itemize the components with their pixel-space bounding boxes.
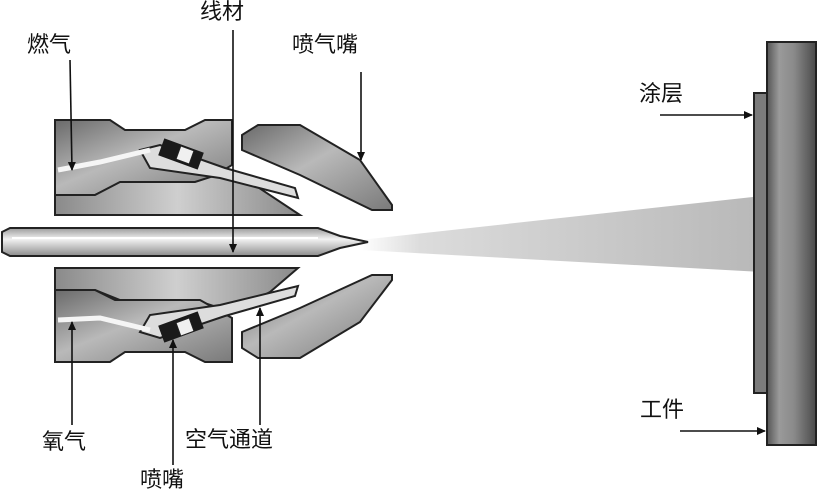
air-cap-label: 喷气嘴 (292, 33, 359, 58)
coating-label: 涂层 (639, 82, 684, 107)
lower-seal-light (175, 317, 195, 337)
upper-seal-light (175, 145, 195, 165)
fuel-gas-label: 燃气 (27, 33, 72, 58)
lower-air-cap (241, 274, 393, 359)
oxygen-channel (57, 315, 151, 333)
nozzle-label: 喷嘴 (140, 468, 185, 493)
workpiece (766, 41, 817, 446)
fuel-gas-leader (67, 59, 76, 171)
wire-label: 线材 (200, 0, 245, 25)
air-passage-label: 空气通道 (185, 428, 274, 453)
spray-cone (360, 196, 762, 272)
oxygen-label: 氧气 (42, 430, 87, 455)
upper-air-cap (241, 124, 393, 211)
workpiece-label: 工件 (640, 398, 685, 423)
wire-rod (1, 227, 369, 257)
